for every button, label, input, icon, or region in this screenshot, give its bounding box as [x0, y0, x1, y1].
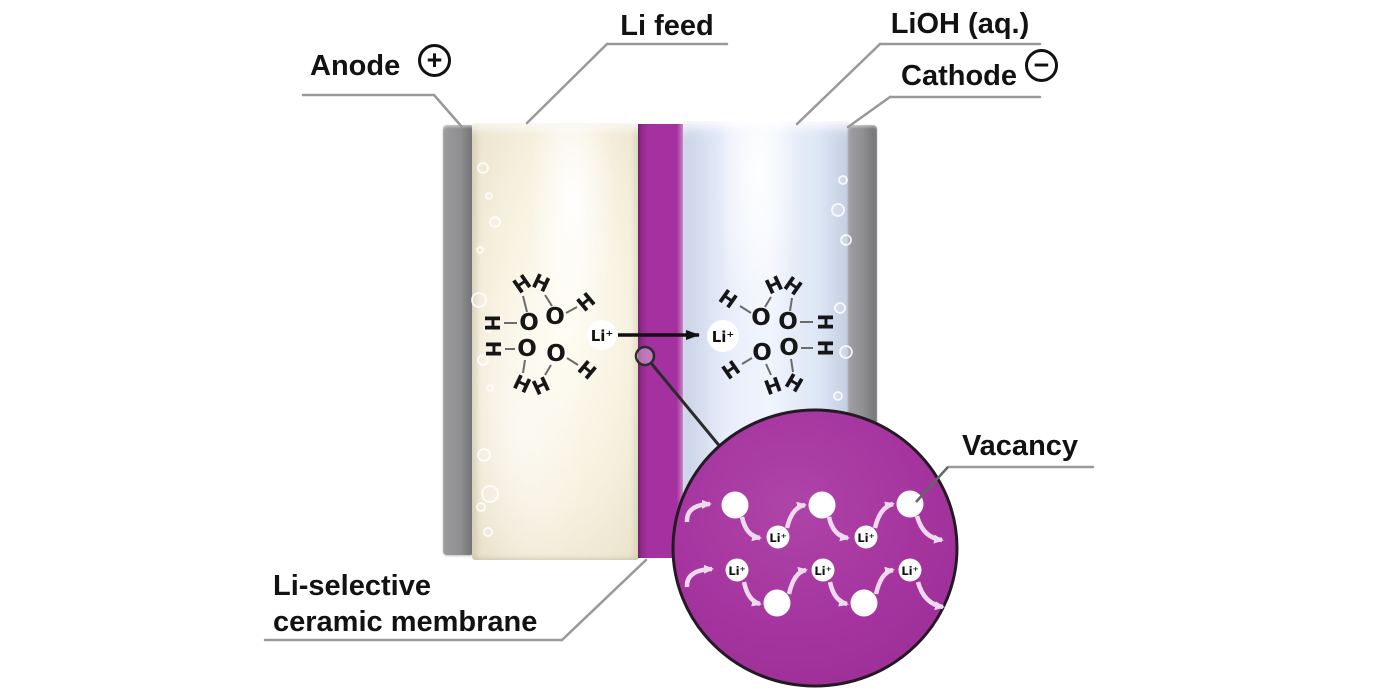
li-ion-label: Li⁺ [591, 327, 614, 345]
hydrogen-atom: H [480, 315, 504, 332]
li-site [854, 525, 878, 549]
hydrogen-atom: H [528, 372, 553, 401]
zoom-circle [671, 408, 959, 688]
vacancy-label: Vacancy [961, 430, 1079, 462]
li-site-label: Li⁺ [728, 564, 745, 578]
cathode-leader [846, 95, 892, 129]
vacancy-leader [915, 466, 949, 503]
oxygen-atom: O [778, 309, 798, 335]
hydrogen-atom: H [481, 341, 505, 358]
vacancy-site [763, 589, 791, 617]
li-ion-lioh-circle [707, 320, 739, 352]
oxygen-atom: O [545, 304, 565, 330]
zoom-origin-circle [634, 345, 656, 367]
vacancy-site [721, 491, 749, 519]
zoom-callout-line [649, 362, 724, 450]
minus-sign-icon: − [1025, 49, 1058, 82]
plus-sign-icon: + [418, 44, 451, 77]
hydrogen-atom: H [714, 284, 741, 313]
membrane-label-line1: Li-selective [273, 570, 431, 602]
li-transport: Li⁺ Li⁺ [587, 320, 739, 352]
oxygen-atom: O [779, 335, 799, 361]
oxygen-atom: O [517, 336, 537, 362]
lioh-leader [795, 42, 882, 126]
hydrogen-atom: H [528, 269, 553, 298]
li-site [725, 558, 749, 582]
li-site [766, 525, 790, 549]
li-ion-feed-circle [587, 320, 617, 350]
li-ion-label: Li⁺ [712, 328, 735, 346]
hydrogen-atom: H [779, 271, 806, 300]
oxygen-atom: O [752, 340, 772, 366]
hydration-shell-left: O O O O H H H H H H H H [480, 269, 601, 401]
lioh-label: LiOH (aq.) [890, 8, 1030, 40]
hydrogen-atom: H [781, 368, 808, 397]
anode-leader [432, 93, 464, 129]
li-feed-label: Li feed [620, 10, 714, 42]
li-site [811, 558, 835, 582]
label-leader-lines [263, 42, 1095, 642]
li-site-label: Li⁺ [769, 531, 786, 545]
hydrogen-atom: H [717, 355, 744, 384]
membrane-label: Li-selective ceramic membrane [273, 568, 537, 640]
hop-arrows [684, 499, 945, 611]
oxygen-atom: O [546, 341, 566, 367]
li-feed-leader [525, 42, 609, 125]
li-site-label: Li⁺ [901, 564, 918, 578]
hydrogen-atom: H [572, 287, 600, 316]
membrane-leader [560, 558, 648, 642]
hydrogen-atom: H [761, 372, 785, 400]
vacancy-site [808, 491, 836, 519]
oxygen-atom: O [519, 310, 539, 336]
li-site-label: Li⁺ [814, 564, 831, 578]
anode-label: Anode [310, 50, 401, 82]
li-site-label: Li⁺ [857, 531, 874, 545]
oxygen-atom: O [751, 305, 771, 331]
membrane-zoom-view: Li⁺ Li⁺ Li⁺ Li⁺ Li⁺ [671, 408, 959, 688]
hydrogen-atom: H [813, 340, 837, 357]
vacancy-site [896, 490, 924, 518]
membrane-label-line2: ceramic membrane [273, 606, 538, 638]
vacancy-site [850, 589, 878, 617]
li-site [898, 558, 922, 582]
anode-electrode-bar [443, 125, 474, 555]
hydrogen-atom: H [573, 355, 601, 384]
cathode-label: Cathode [901, 60, 1017, 92]
ceramic-membrane-strip [638, 124, 683, 558]
hydrogen-atom: H [813, 314, 837, 331]
